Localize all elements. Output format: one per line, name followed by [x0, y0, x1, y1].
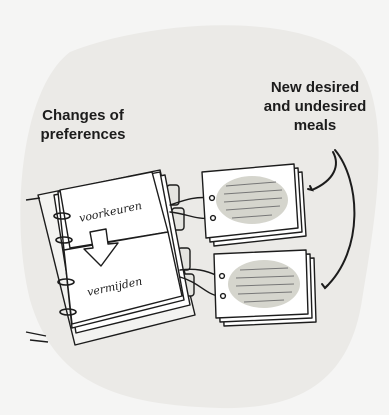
card-punch-hole [209, 214, 217, 222]
page-stack-line [29, 339, 49, 343]
binder-ring [53, 212, 71, 220]
card-punch-hole [208, 194, 216, 202]
arrow-to-card-bottom [321, 149, 356, 290]
caption-line: and undesired [263, 98, 367, 115]
card-punch-hole [218, 272, 226, 280]
card-punch-hole [219, 292, 227, 300]
binder-ring [57, 278, 75, 286]
caption-line: preferences [40, 126, 126, 143]
binder-ring [59, 308, 77, 316]
card-oval [228, 260, 300, 308]
caption-line: Changes of [42, 107, 124, 124]
meal-card-stack-top [201, 163, 307, 247]
arrow-to-card-top [307, 151, 337, 192]
caption-meals: New desired and undesired meals [250, 78, 380, 135]
binder-ring [55, 236, 73, 244]
caption-preferences: Changes of preferences [20, 106, 146, 144]
caption-line: New desired [270, 79, 360, 96]
card-lines [235, 267, 295, 303]
caption-line: meals [293, 117, 337, 134]
page-stack-line [25, 197, 41, 201]
binder-rings [53, 212, 77, 316]
meal-card-stack-bottom [213, 249, 317, 327]
down-arrow [83, 228, 119, 267]
page-stack-line [25, 331, 47, 337]
card-lines [223, 181, 283, 219]
